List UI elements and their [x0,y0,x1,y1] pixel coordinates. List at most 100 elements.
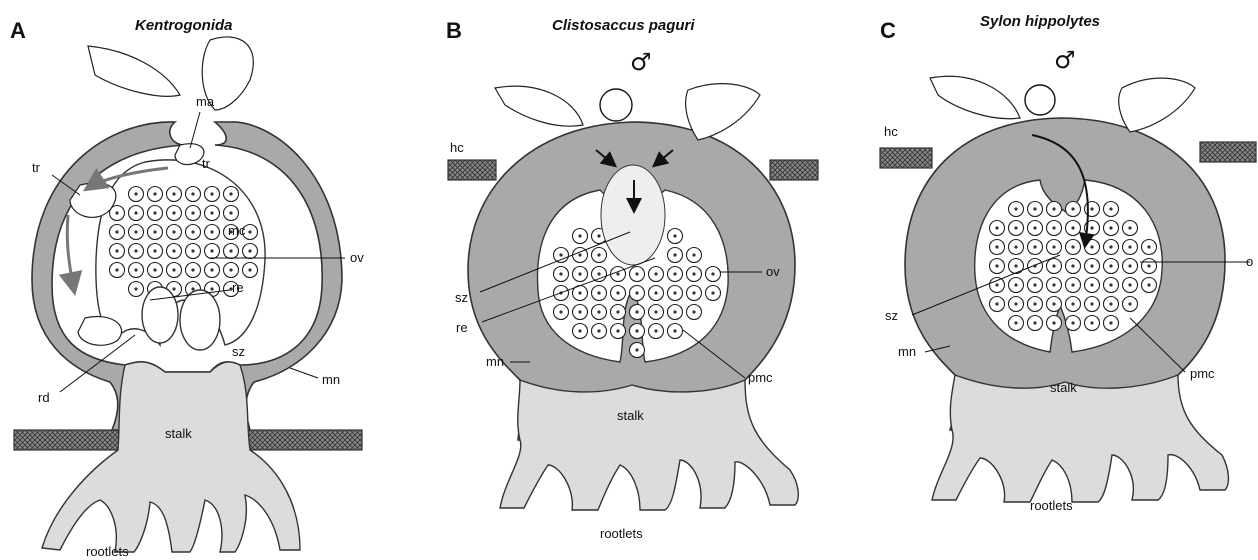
egg-nucleus [229,211,232,214]
egg-nucleus [616,291,619,294]
egg-nucleus [1109,302,1112,305]
label-tr-lower: tr [202,156,211,171]
egg-nucleus [134,287,137,290]
egg-nucleus [191,268,194,271]
stalk [500,380,798,510]
egg-nucleus [995,245,998,248]
label-stalk: stalk [1050,380,1077,395]
male-symbol-icon [1025,85,1055,115]
egg-nucleus [229,249,232,252]
egg-nucleus [1147,283,1150,286]
egg-nucleus [1109,207,1112,210]
egg-nucleus [995,226,998,229]
egg-nucleus [597,329,600,332]
egg-nucleus [995,283,998,286]
larva-icon [1119,78,1195,132]
egg-nucleus [1090,283,1093,286]
egg-nucleus [248,268,251,271]
egg-nucleus [1052,226,1055,229]
label-rootlets: rootlets [86,544,129,559]
egg-nucleus [210,192,213,195]
receptacle-left [142,287,178,343]
egg-nucleus [153,268,156,271]
larva-icon [175,144,204,165]
panel-b-letter: B [446,18,462,43]
egg-nucleus [559,253,562,256]
label-pmc: pmc [1190,366,1215,381]
egg-nucleus [578,310,581,313]
egg-nucleus [1014,264,1017,267]
larva-icon [88,46,180,96]
egg-nucleus [673,329,676,332]
egg-nucleus [635,291,638,294]
panel-c-letter: C [880,18,896,43]
egg-nucleus [1033,302,1036,305]
egg-nucleus [1090,302,1093,305]
label-sz: sz [232,344,245,359]
egg-nucleus [210,230,213,233]
label-sz: sz [885,308,898,323]
egg-nucleus [654,272,657,275]
egg-nucleus [248,230,251,233]
egg-nucleus [711,272,714,275]
label-rd: rd [38,390,50,405]
egg-nucleus [578,329,581,332]
egg-nucleus [210,268,213,271]
egg-nucleus [134,249,137,252]
label-hc: hc [450,140,464,155]
egg-nucleus [995,302,998,305]
egg-nucleus [153,230,156,233]
egg-nucleus [1033,283,1036,286]
male-symbol-icon [600,89,632,121]
egg-nucleus [597,291,600,294]
panel-a-title: Kentrogonida [135,17,233,34]
stalk [932,375,1228,502]
egg-nucleus [578,272,581,275]
egg-nucleus [1147,264,1150,267]
egg-nucleus [1033,207,1036,210]
egg-nucleus [1109,264,1112,267]
egg-nucleus [1090,245,1093,248]
egg-nucleus [1014,302,1017,305]
egg-nucleus [635,272,638,275]
egg-nucleus [559,310,562,313]
male-symbol: ♂ [630,48,652,76]
larva-icon [686,84,760,140]
leader-line [290,368,318,378]
egg-nucleus [134,211,137,214]
label-rootlets: rootlets [1030,498,1073,513]
egg-nucleus [1014,245,1017,248]
label-ov: ov [350,250,364,265]
egg-nucleus [616,329,619,332]
larva-icon [930,76,1020,118]
egg-nucleus [1071,226,1074,229]
egg-nucleus [597,310,600,313]
receptacle-right [180,290,220,350]
egg-nucleus [115,249,118,252]
egg-nucleus [1033,226,1036,229]
egg-nucleus [1033,321,1036,324]
egg-nucleus [1109,283,1112,286]
egg-nucleus [1128,226,1131,229]
egg-nucleus [1052,283,1055,286]
host-cuticle-left [448,160,496,180]
label-sz: sz [455,290,468,305]
egg-nucleus [1128,283,1131,286]
egg-nucleus [616,310,619,313]
egg-nucleus [1090,264,1093,267]
egg-nucleus [1014,283,1017,286]
egg-nucleus [134,192,137,195]
egg-nucleus [210,287,213,290]
egg-nucleus [115,211,118,214]
egg-nucleus [229,192,232,195]
egg-nucleus [692,253,695,256]
egg-nucleus [597,272,600,275]
egg-nucleus [1052,207,1055,210]
egg-nucleus [1052,264,1055,267]
leader-line [190,112,200,148]
egg-nucleus [1052,245,1055,248]
egg-nucleus [1109,226,1112,229]
larva-icon [78,317,122,346]
egg-nucleus [1014,207,1017,210]
egg-nucleus [172,211,175,214]
